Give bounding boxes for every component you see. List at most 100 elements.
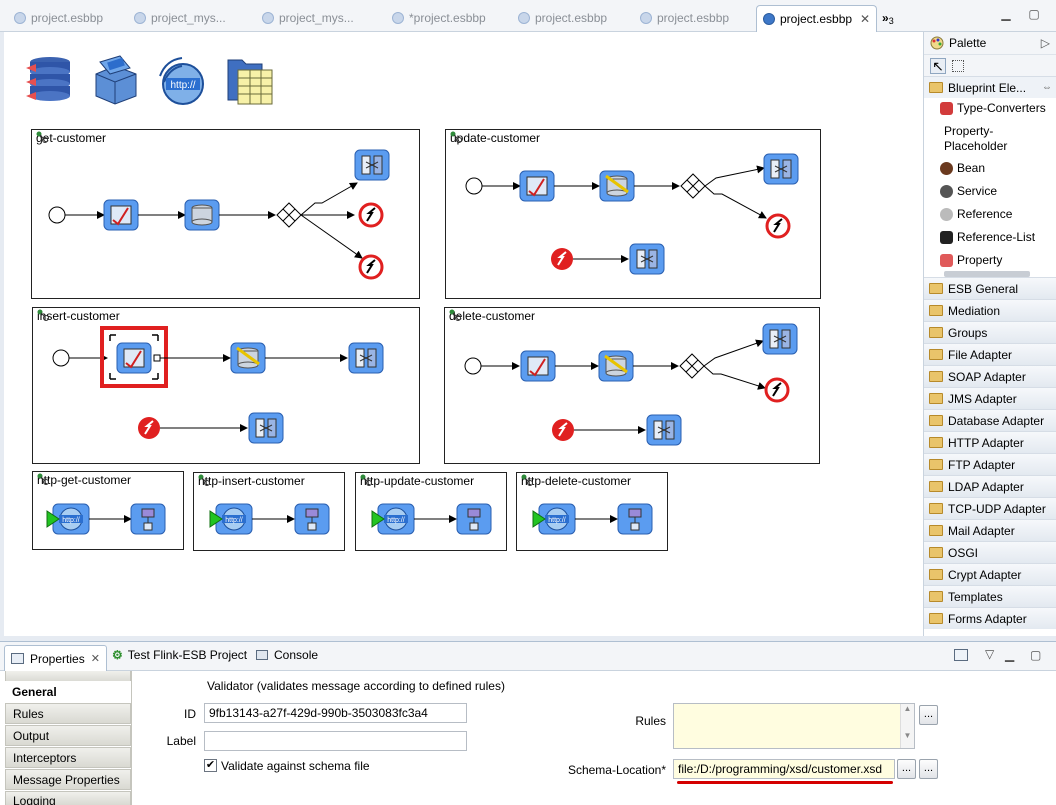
- side-tab-output[interactable]: Output: [5, 725, 131, 746]
- palette-drawer[interactable]: Database Adapter: [924, 409, 1056, 431]
- output-node[interactable]: [763, 153, 799, 185]
- minimize-icon[interactable]: ▁: [1001, 7, 1011, 21]
- side-tab-logging[interactable]: Logging: [5, 791, 131, 805]
- flow-panel-insert-customer[interactable]: insert-customer: [32, 307, 420, 464]
- output-node[interactable]: [762, 323, 798, 355]
- tab-properties[interactable]: Properties✕: [4, 645, 107, 671]
- validator-node[interactable]: [519, 170, 555, 202]
- editor-tab-5[interactable]: project.esbbp: [518, 7, 607, 29]
- palette-entry-type-converters[interactable]: Type-Converters: [924, 101, 1056, 124]
- response-node[interactable]: [456, 503, 492, 535]
- database-update-node[interactable]: [230, 342, 266, 374]
- editor-tab-6[interactable]: project.esbbp: [640, 7, 729, 29]
- side-tab-general[interactable]: General: [5, 681, 131, 702]
- http-listener-node[interactable]: http://: [46, 503, 90, 535]
- pin-view-icon[interactable]: [954, 649, 968, 661]
- error-start-node[interactable]: [551, 248, 573, 270]
- flow-panel-get-customer[interactable]: get-customer: [31, 129, 420, 299]
- tab-test-project[interactable]: ⚙Test Flink-ESB Project: [112, 648, 247, 662]
- editor-tab-1[interactable]: project.esbbp: [14, 7, 103, 29]
- error-node[interactable]: [358, 202, 384, 228]
- side-tab-rules[interactable]: Rules: [5, 703, 131, 724]
- minimize-icon[interactable]: ▁: [1005, 648, 1015, 662]
- palette-drawer[interactable]: File Adapter: [924, 343, 1056, 365]
- flow-panel-http-get-customer[interactable]: http-get-customer http://: [32, 471, 184, 550]
- output-node[interactable]: [348, 342, 384, 374]
- palette-drawer[interactable]: JMS Adapter: [924, 387, 1056, 409]
- validator-node-selected[interactable]: [116, 342, 152, 374]
- close-tab-icon[interactable]: ✕: [90, 653, 100, 665]
- palette-drawer[interactable]: OSGI: [924, 541, 1056, 563]
- start-node[interactable]: [465, 177, 483, 195]
- database-update-node[interactable]: [599, 170, 635, 202]
- palette-drawer[interactable]: Groups: [924, 321, 1056, 343]
- maximize-icon[interactable]: ▢: [1030, 648, 1042, 662]
- editor-tab-2[interactable]: project_mys...: [134, 7, 226, 29]
- flow-panel-http-delete-customer[interactable]: http-delete-customer http://: [516, 472, 668, 551]
- palette-entry-property[interactable]: Property: [924, 253, 1056, 271]
- palette-drawer[interactable]: FTP Adapter: [924, 453, 1056, 475]
- palette-entry-reference-list[interactable]: Reference-List: [924, 230, 1056, 253]
- palette-drawer[interactable]: Mail Adapter: [924, 519, 1056, 541]
- database-stack-icon[interactable]: [24, 54, 74, 106]
- http-listener-node[interactable]: http://: [532, 503, 576, 535]
- validator-node[interactable]: [520, 350, 556, 382]
- palette-drawer[interactable]: SOAP Adapter: [924, 365, 1056, 387]
- palette-entry-bean[interactable]: Bean: [924, 161, 1056, 184]
- folder-table-icon[interactable]: [224, 54, 274, 106]
- palette-entry-reference[interactable]: Reference: [924, 207, 1056, 230]
- editor-tab-active[interactable]: project.esbbp✕: [756, 5, 878, 32]
- output-node[interactable]: [629, 243, 665, 275]
- start-node[interactable]: [48, 206, 66, 224]
- flow-panel-http-insert-customer[interactable]: http-insert-customer http://: [193, 472, 345, 551]
- validator-node[interactable]: [103, 199, 139, 231]
- database-update-node[interactable]: [598, 350, 634, 382]
- error-start-node[interactable]: [138, 417, 160, 439]
- select-arrow-icon[interactable]: ↖: [930, 57, 946, 74]
- schema-location-field[interactable]: file:/D:/programming/xsd/customer.xsd: [673, 759, 895, 779]
- view-menu-icon[interactable]: ▽: [985, 647, 995, 661]
- marquee-select-icon[interactable]: [952, 59, 964, 72]
- flow-panel-http-update-customer[interactable]: http-update-customer http://: [355, 472, 507, 551]
- output-node[interactable]: [646, 414, 682, 446]
- schema-browse-button[interactable]: ...: [897, 759, 916, 779]
- palette-drawer[interactable]: Mediation: [924, 299, 1056, 321]
- schema-browse-alt-button[interactable]: ...: [919, 759, 938, 779]
- flow-panel-delete-customer[interactable]: delete-customer: [444, 307, 820, 464]
- palette-drawer[interactable]: Forms Adapter: [924, 607, 1056, 629]
- http-listener-node[interactable]: http://: [371, 503, 415, 535]
- label-field[interactable]: [204, 731, 467, 751]
- error-node[interactable]: [764, 377, 790, 403]
- palette-drawer[interactable]: TCP-UDP Adapter: [924, 497, 1056, 519]
- response-node[interactable]: [294, 503, 330, 535]
- error-node[interactable]: [358, 254, 384, 280]
- editor-tab-4[interactable]: *project.esbbp: [392, 7, 486, 29]
- output-node[interactable]: [354, 149, 390, 181]
- http-listener-node[interactable]: http://: [209, 503, 253, 535]
- id-field[interactable]: 9fb13143-a27f-429d-990b-3503083fc3a4: [204, 703, 467, 723]
- palette-drawer[interactable]: ESB General: [924, 277, 1056, 299]
- palette-drawer[interactable]: LDAP Adapter: [924, 475, 1056, 497]
- output-node[interactable]: [248, 412, 284, 444]
- palette-scroll-indicator[interactable]: [944, 271, 1030, 277]
- close-tab-icon[interactable]: ✕: [860, 12, 871, 26]
- response-node[interactable]: [617, 503, 653, 535]
- tab-overflow-button[interactable]: »3: [882, 7, 894, 29]
- triangle-right-icon[interactable]: ▷: [1040, 36, 1050, 50]
- palette-drawer[interactable]: HTTP Adapter: [924, 431, 1056, 453]
- pin-icon[interactable]: ⇔: [1042, 82, 1052, 93]
- palette-entry-service[interactable]: Service: [924, 184, 1056, 207]
- http-globe-icon[interactable]: http://: [156, 54, 206, 106]
- palette-drawer[interactable]: Crypt Adapter: [924, 563, 1056, 585]
- side-tab-message-properties[interactable]: Message Properties: [5, 769, 131, 790]
- side-tab-interceptors[interactable]: Interceptors: [5, 747, 131, 768]
- rules-scrollbar[interactable]: ▲▼: [900, 704, 914, 748]
- rules-browse-button[interactable]: ...: [919, 705, 938, 725]
- error-node[interactable]: [765, 213, 791, 239]
- database-node[interactable]: [184, 199, 220, 231]
- palette-entry-property-placeholder[interactable]: Property-Placeholder: [924, 124, 1034, 161]
- palette-drawer[interactable]: Templates: [924, 585, 1056, 607]
- error-start-node[interactable]: [552, 419, 574, 441]
- tab-console[interactable]: Console: [256, 648, 318, 662]
- rules-textarea[interactable]: ▲▼: [673, 703, 915, 749]
